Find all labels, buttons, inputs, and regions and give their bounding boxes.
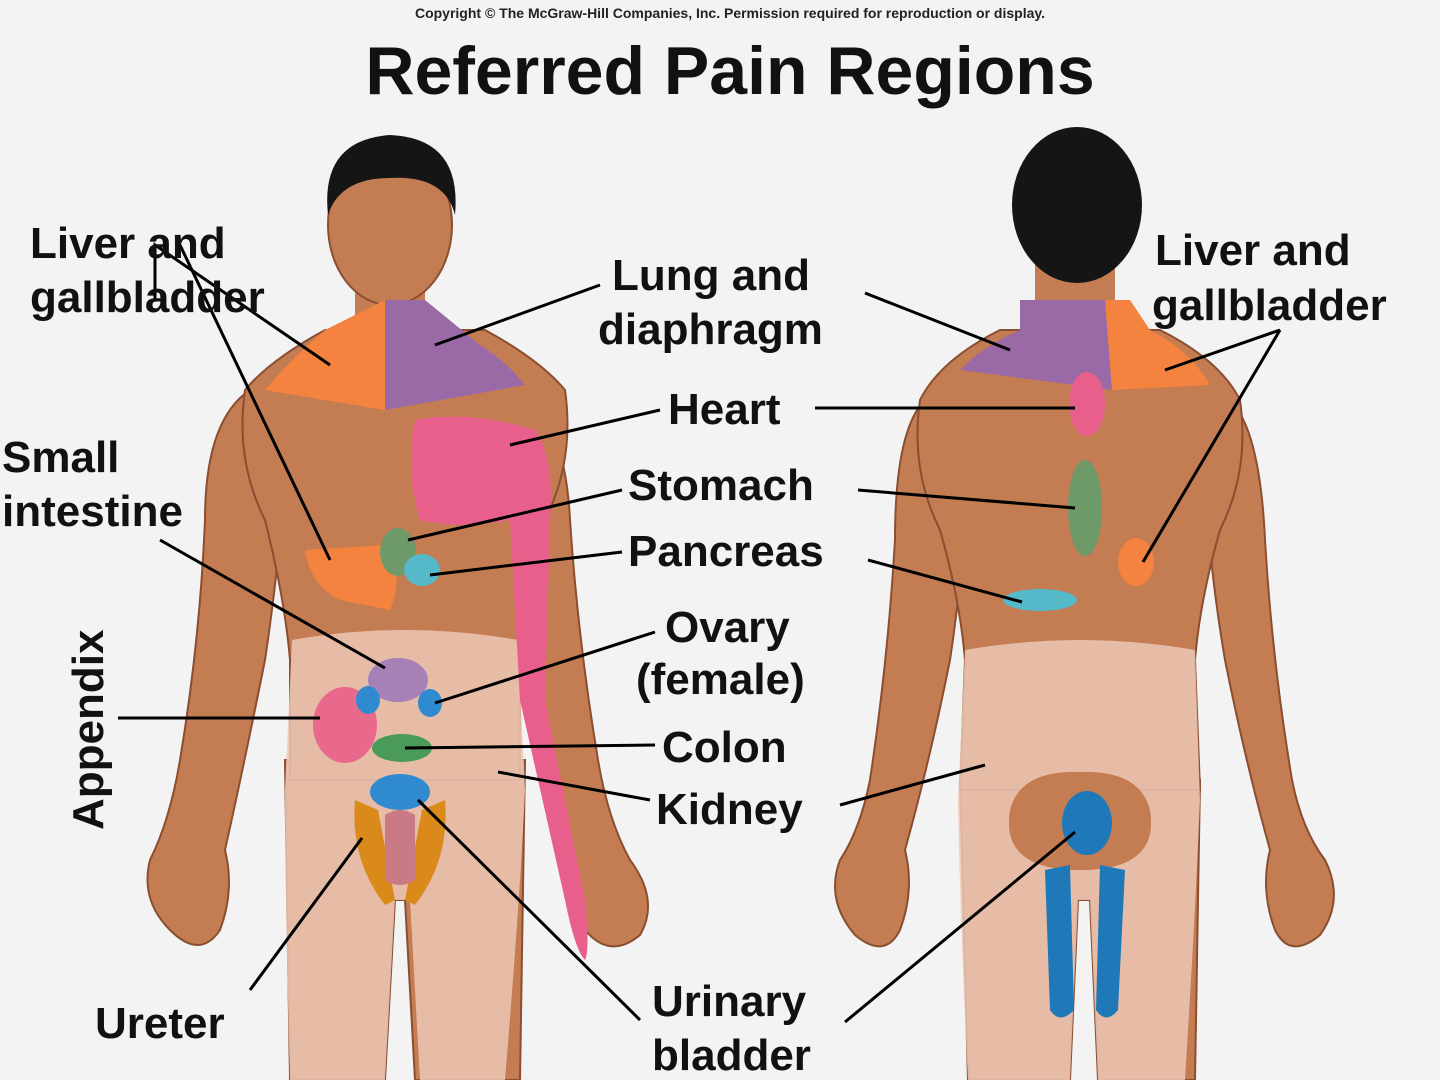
label-lung-diaphragm-line2: diaphragm [598,305,823,354]
label-pancreas: Pancreas [628,527,824,576]
label-kidney: Kidney [656,785,803,834]
back-head [1012,127,1142,283]
front-region-pancreas [404,554,440,586]
back-left-arm [1203,398,1335,948]
leader-colon [404,743,656,750]
copyright-notice: Copyright © The McGraw-Hill Companies, I… [415,5,1045,21]
back-region-urinary-bladder [1062,791,1112,855]
front-region-bladder [385,810,415,885]
front-figure [146,135,649,1080]
label-colon: Colon [662,723,787,772]
front-region-heart [411,416,588,961]
label-liver-gallbladder-front-line1: Liver and [30,219,226,268]
leader-pancreas-front [429,550,623,577]
back-region-heart [1069,372,1105,436]
label-ureter: Ureter [95,999,225,1048]
back-region-liver-gallbladder-back [1118,538,1154,586]
leader-bladder-front [416,798,642,1022]
leader-liver-front-shoulder [153,242,331,367]
leader-bladder-back [844,830,1076,1024]
back-figure [834,127,1335,1080]
leader-ureter [248,837,364,991]
front-hair [327,135,456,215]
leader-liver-back-mid [1141,329,1282,563]
leader-stomach-front [407,488,623,542]
label-liver-gallbladder-front-line2: gallbladder [30,273,265,322]
front-region-ovary-left [418,689,442,717]
leader-stomach-back [857,488,1076,510]
label-liver-gallbladder-back-line1: Liver and [1155,226,1351,275]
label-urinary-bladder-line1: Urinary [652,977,807,1026]
front-region-colon [372,734,432,762]
label-liver-gallbladder-back-line2: gallbladder [1152,281,1387,330]
leader-ovary [434,630,656,705]
leader-pancreas-back [867,558,1023,604]
label-small-intestine-line2: intestine [2,487,183,536]
leader-liver-back-shoulder [1164,328,1281,372]
back-region-stomach [1068,460,1102,556]
front-region-small-intestine [368,658,428,702]
label-ovary-line2: (female) [636,655,805,704]
label-small-intestine-line1: Small [2,433,119,482]
diagram-title: Referred Pain Regions [365,33,1094,109]
front-right-arm [146,388,287,946]
leader-lung-back [864,291,1011,352]
front-region-liver-gallbladder-abdomen [305,545,397,610]
leader-kidney-front [497,770,651,802]
label-urinary-bladder-line2: bladder [652,1031,811,1080]
back-region-liver-gallbladder-shoulder [1105,300,1210,390]
leader-heart-front [509,408,661,447]
label-ovary-line1: Ovary [665,603,790,652]
label-appendix: Appendix [64,629,113,830]
leader-lines [118,242,1282,1024]
back-region-lung-diaphragm [960,300,1112,390]
leader-kidney-back [839,763,986,807]
leader-liver-front-abdomen [178,244,332,561]
label-stomach: Stomach [628,461,814,510]
front-region-liver-gallbladder-shoulder [265,300,385,410]
back-region-urinary-bladder-thighs [1045,865,1125,1018]
leader-small-intestine [159,538,386,670]
front-region-ovary-right [356,686,380,714]
back-right-arm [834,398,970,948]
front-region-ureter [354,800,446,905]
front-region-kidney [370,774,430,810]
label-lung-diaphragm-line1: Lung and [612,251,810,300]
back-region-pancreas [1003,589,1077,611]
label-heart: Heart [668,385,781,434]
leader-lung-front [434,283,601,347]
front-region-lung-diaphragm [385,300,525,410]
